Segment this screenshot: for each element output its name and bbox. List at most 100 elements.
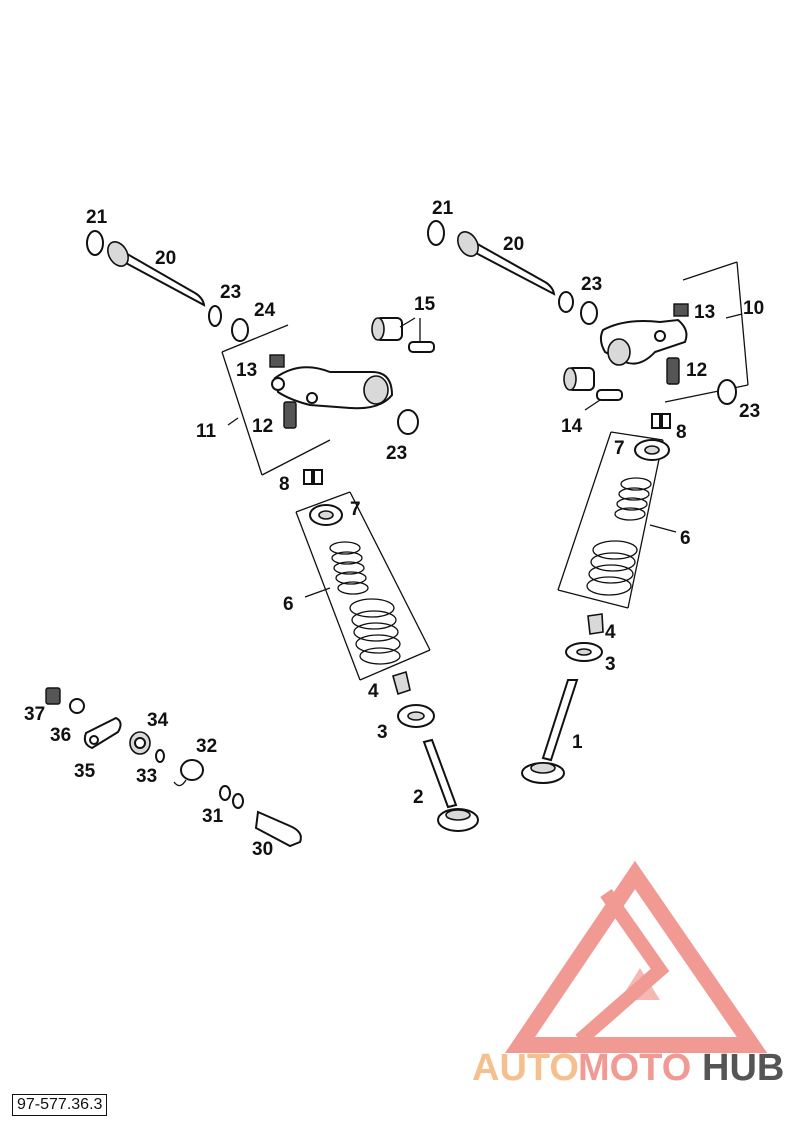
rocker-pin-right: [654, 330, 666, 342]
valve-face-2: [445, 809, 471, 821]
seat-hole: [576, 648, 592, 656]
right-valve-group: [521, 413, 677, 784]
washer-23-left-a: [208, 305, 222, 327]
washer-23-right-c: [717, 379, 737, 405]
inner-spring-left: [329, 541, 369, 595]
callout-36: 36: [50, 725, 71, 746]
callout-3-right: 3: [605, 654, 616, 675]
rocker-arm-left: [273, 366, 394, 410]
bracket-line: [627, 439, 664, 609]
plate-35: [83, 716, 122, 750]
callout-12-left: 12: [252, 416, 273, 437]
ring-31-b: [232, 793, 244, 809]
leader-15a: [399, 317, 416, 328]
callout-14-right: 14: [561, 416, 583, 437]
washer-23-right-a: [558, 291, 574, 313]
callout-23-right-b: 23: [739, 401, 760, 422]
callout-15-left: 15: [414, 294, 436, 315]
retainer-hole: [644, 445, 660, 455]
pin-15-left: [408, 341, 435, 353]
adjust-screw-12-left: [283, 401, 297, 429]
callout-37: 37: [24, 704, 45, 725]
spring-32-leg: [173, 779, 187, 787]
callout-labels: 21 20 23 24 15 13 11 12 23 8 7 6 4 3 2 2…: [24, 198, 764, 860]
rocker-shaft-20-right: [462, 234, 556, 296]
small-parts-group: [45, 687, 302, 848]
callout-35: 35: [74, 761, 96, 782]
callout-20-left: 20: [155, 248, 176, 269]
inner-spring-right: [614, 477, 652, 521]
callout-31: 31: [202, 806, 224, 827]
watermark-triangle: [504, 860, 768, 1053]
callout-7-left: 7: [350, 499, 361, 520]
keeper-8-left-a: [303, 469, 313, 485]
watermark-logo: AUTO MOTO HUB: [472, 860, 784, 1089]
reference-code-box: 97-577.36.3: [12, 1094, 108, 1116]
callout-32: 32: [196, 736, 217, 757]
callout-11-left: 11: [196, 421, 217, 442]
callout-13-right: 13: [694, 302, 715, 323]
callout-13-left: 13: [236, 360, 257, 381]
valve-seal-4-right: [587, 613, 604, 635]
washer-36: [69, 698, 85, 714]
watermark-text-moto: MOTO: [578, 1047, 691, 1089]
callout-8-right: 8: [676, 422, 687, 443]
o-ring-21-right: [427, 220, 445, 246]
leader-6-right: [649, 524, 677, 533]
bracket-line: [295, 491, 351, 513]
bracket-line: [736, 261, 749, 386]
callout-21-right: 21: [432, 198, 454, 219]
watermark-text-hub: HUB: [702, 1047, 784, 1089]
shaft-30: [254, 810, 302, 848]
bracket-line: [557, 431, 612, 591]
valve-face-1: [530, 762, 556, 774]
ring-31-a: [219, 785, 231, 801]
callout-20-right: 20: [503, 234, 524, 255]
keeper-8-right-a: [651, 413, 661, 429]
washer-24-left: [231, 318, 249, 342]
nut-13-right: [673, 303, 689, 317]
callout-8-left: 8: [279, 474, 290, 495]
callout-23-left-b: 23: [386, 443, 407, 464]
rocker-bore-left: [363, 375, 389, 405]
callout-3-left: 3: [377, 722, 388, 743]
valve-stem-1: [541, 679, 579, 762]
left-rocker-group-11: [221, 317, 435, 476]
washer-23-left-b: [397, 409, 419, 435]
bracket-line: [610, 431, 664, 441]
bracket-line: [682, 261, 738, 281]
roller-face-left: [371, 317, 385, 341]
callout-30: 30: [252, 839, 273, 860]
callout-7-right: 7: [614, 438, 625, 459]
ring-33: [155, 749, 165, 763]
outer-spring-left: [349, 598, 401, 665]
plate-hole: [89, 735, 99, 745]
callout-21-left: 21: [86, 207, 108, 228]
nut-13-left: [269, 354, 285, 368]
valve-seal-4-left: [392, 670, 411, 696]
leader-6-left: [304, 587, 331, 598]
bracket-line: [349, 491, 431, 651]
callout-2: 2: [413, 787, 424, 808]
roller-face-right: [563, 367, 577, 391]
watermark-inner-stroke: [575, 888, 670, 1046]
callout-10-right: 10: [743, 298, 764, 319]
right-rocker-shaft: [427, 220, 598, 325]
callout-4-left: 4: [368, 681, 379, 702]
spring-32: [180, 759, 204, 781]
left-valve-group: [295, 469, 479, 832]
callout-6-right: 6: [680, 528, 691, 549]
seat-hole: [407, 711, 425, 721]
callout-34: 34: [147, 710, 169, 731]
leader-14: [584, 399, 601, 411]
rocker-pin-left: [271, 377, 285, 391]
keeper-8-left-b: [313, 469, 323, 485]
pin-14-right: [596, 389, 623, 401]
callout-23-left-a: 23: [220, 282, 241, 303]
keeper-8-right-b: [661, 413, 671, 429]
leader-10: [725, 313, 743, 319]
bracket-line: [295, 511, 361, 681]
callout-6-left: 6: [283, 594, 294, 615]
